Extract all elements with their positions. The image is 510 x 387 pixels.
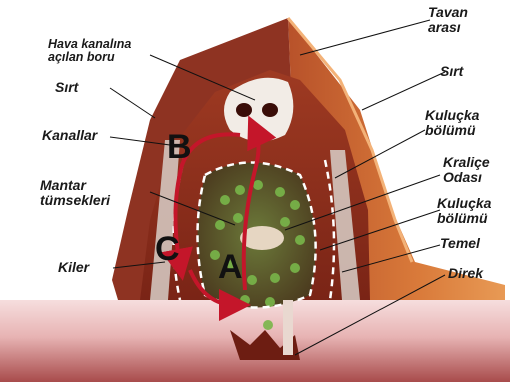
label-ridge-right: Sırt (440, 64, 463, 79)
label-foundation: Temel (440, 236, 480, 251)
label-queen-line1: Kraliçe (443, 155, 490, 170)
label-air-pipe: Hava kanalına açılan boru (48, 38, 131, 64)
label-brood-top-line2: bölümü (425, 123, 479, 138)
label-attic-line1: Tavan (428, 5, 468, 20)
label-fungus: Mantar tümsekleri (40, 178, 110, 208)
label-brood-bottom-line2: bölümü (437, 211, 491, 226)
air-pipe-hole-right (262, 103, 278, 117)
label-cellar: Kiler (58, 260, 89, 275)
label-brood-top: Kuluçka bölümü (425, 108, 479, 138)
label-fungus-line1: Mantar (40, 178, 110, 193)
label-queen-chamber: Kraliçe Odası (443, 155, 490, 185)
letter-b: B (167, 130, 192, 164)
label-channels-text: Kanallar (42, 127, 97, 143)
label-queen-line2: Odası (443, 170, 490, 185)
label-air-pipe-line2: açılan boru (48, 51, 131, 64)
label-pillar: Direk (448, 266, 483, 281)
pillar (283, 300, 293, 355)
label-brood-bottom-line1: Kuluçka (437, 196, 491, 211)
label-fungus-line2: tümsekleri (40, 193, 110, 208)
label-channels: Kanallar (42, 128, 97, 143)
label-ridge-right-text: Sırt (440, 63, 463, 79)
letter-a: A (218, 250, 243, 284)
label-ridge-left: Sırt (55, 80, 78, 95)
label-brood-bottom: Kuluçka bölümü (437, 196, 491, 226)
letter-c: C (155, 232, 180, 266)
label-attic: Tavan arası (428, 5, 468, 35)
label-attic-line2: arası (428, 20, 468, 35)
label-ridge-left-text: Sırt (55, 79, 78, 95)
label-cellar-text: Kiler (58, 259, 89, 275)
label-brood-top-line1: Kuluçka (425, 108, 479, 123)
air-pipe-hole-left (236, 103, 252, 117)
label-foundation-text: Temel (440, 235, 480, 251)
label-pillar-text: Direk (448, 265, 483, 281)
